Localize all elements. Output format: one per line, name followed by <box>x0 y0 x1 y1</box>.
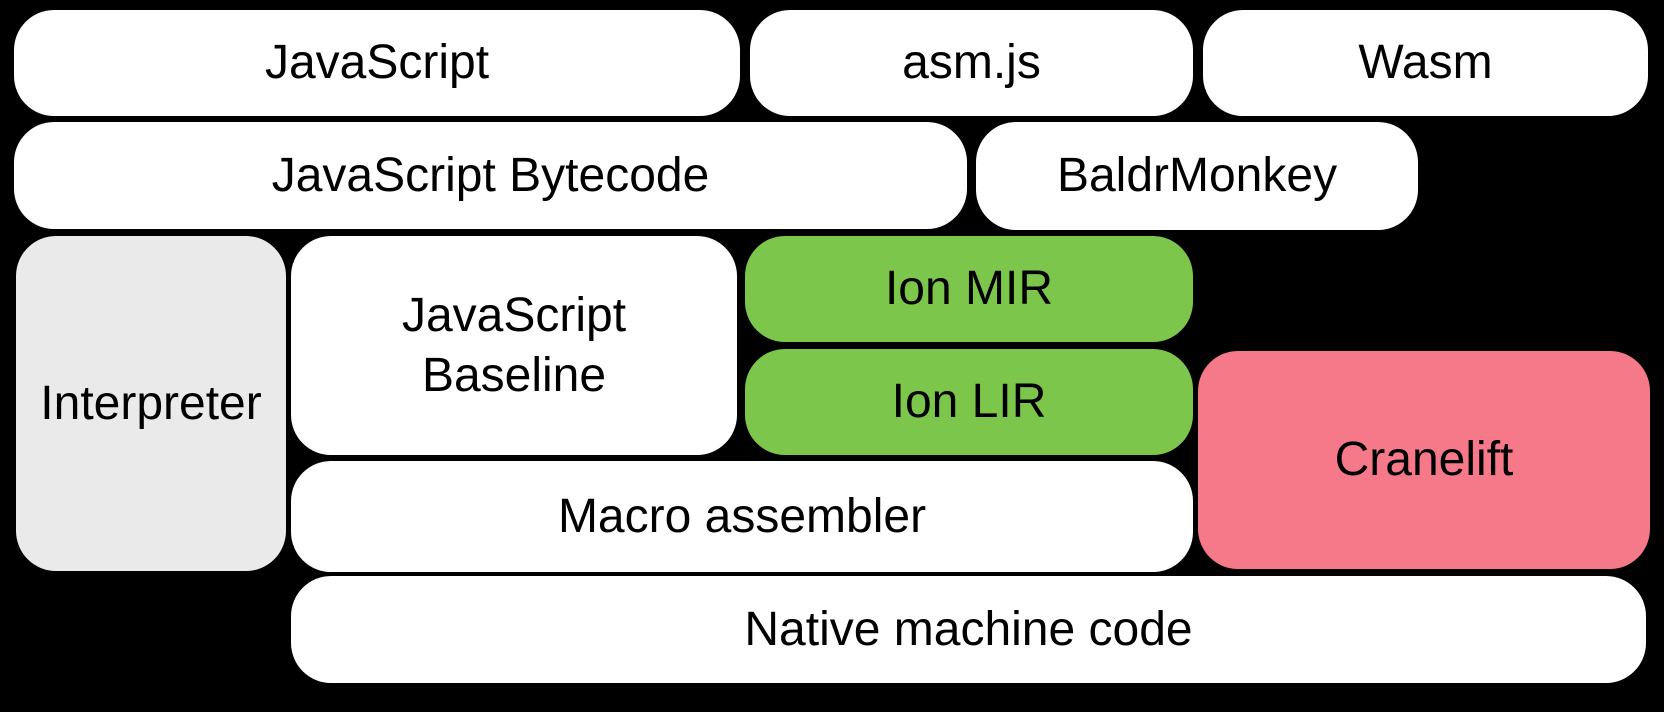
box-asmjs-label: asm.js <box>902 36 1041 89</box>
box-ion-lir: Ion LIR <box>745 349 1193 455</box>
box-native-machine-code-label: Native machine code <box>744 602 1193 656</box>
box-interpreter-label: Interpreter <box>40 376 262 430</box>
box-ion-mir: Ion MIR <box>745 236 1193 342</box>
box-javascript-label: JavaScript <box>264 36 490 89</box>
box-baldrmonkey-label: BaldrMonkey <box>1056 149 1338 202</box>
box-wasm-label: Wasm <box>1358 36 1493 89</box>
box-ion-mir-label: Ion MIR <box>884 262 1054 315</box>
box-javascript-bytecode: JavaScript Bytecode <box>14 122 967 229</box>
box-javascript-baseline-label: JavaScript Baseline <box>401 288 627 402</box>
box-baldrmonkey: BaldrMonkey <box>976 122 1418 230</box>
box-javascript-bytecode-label: JavaScript Bytecode <box>271 148 710 202</box>
box-ion-lir-label: Ion LIR <box>891 375 1047 428</box>
box-native-machine-code: Native machine code <box>291 576 1646 683</box>
box-macro-assembler-label: Macro assembler <box>557 489 927 543</box>
box-asmjs: asm.js <box>750 10 1193 116</box>
box-javascript: JavaScript <box>14 10 740 116</box>
box-cranelift: Cranelift <box>1198 351 1650 569</box>
box-javascript-baseline: JavaScript Baseline <box>291 236 737 455</box>
box-interpreter: Interpreter <box>16 236 286 571</box>
box-wasm: Wasm <box>1203 10 1648 116</box>
box-cranelift-label: Cranelift <box>1334 433 1514 486</box>
box-macro-assembler: Macro assembler <box>291 461 1193 572</box>
